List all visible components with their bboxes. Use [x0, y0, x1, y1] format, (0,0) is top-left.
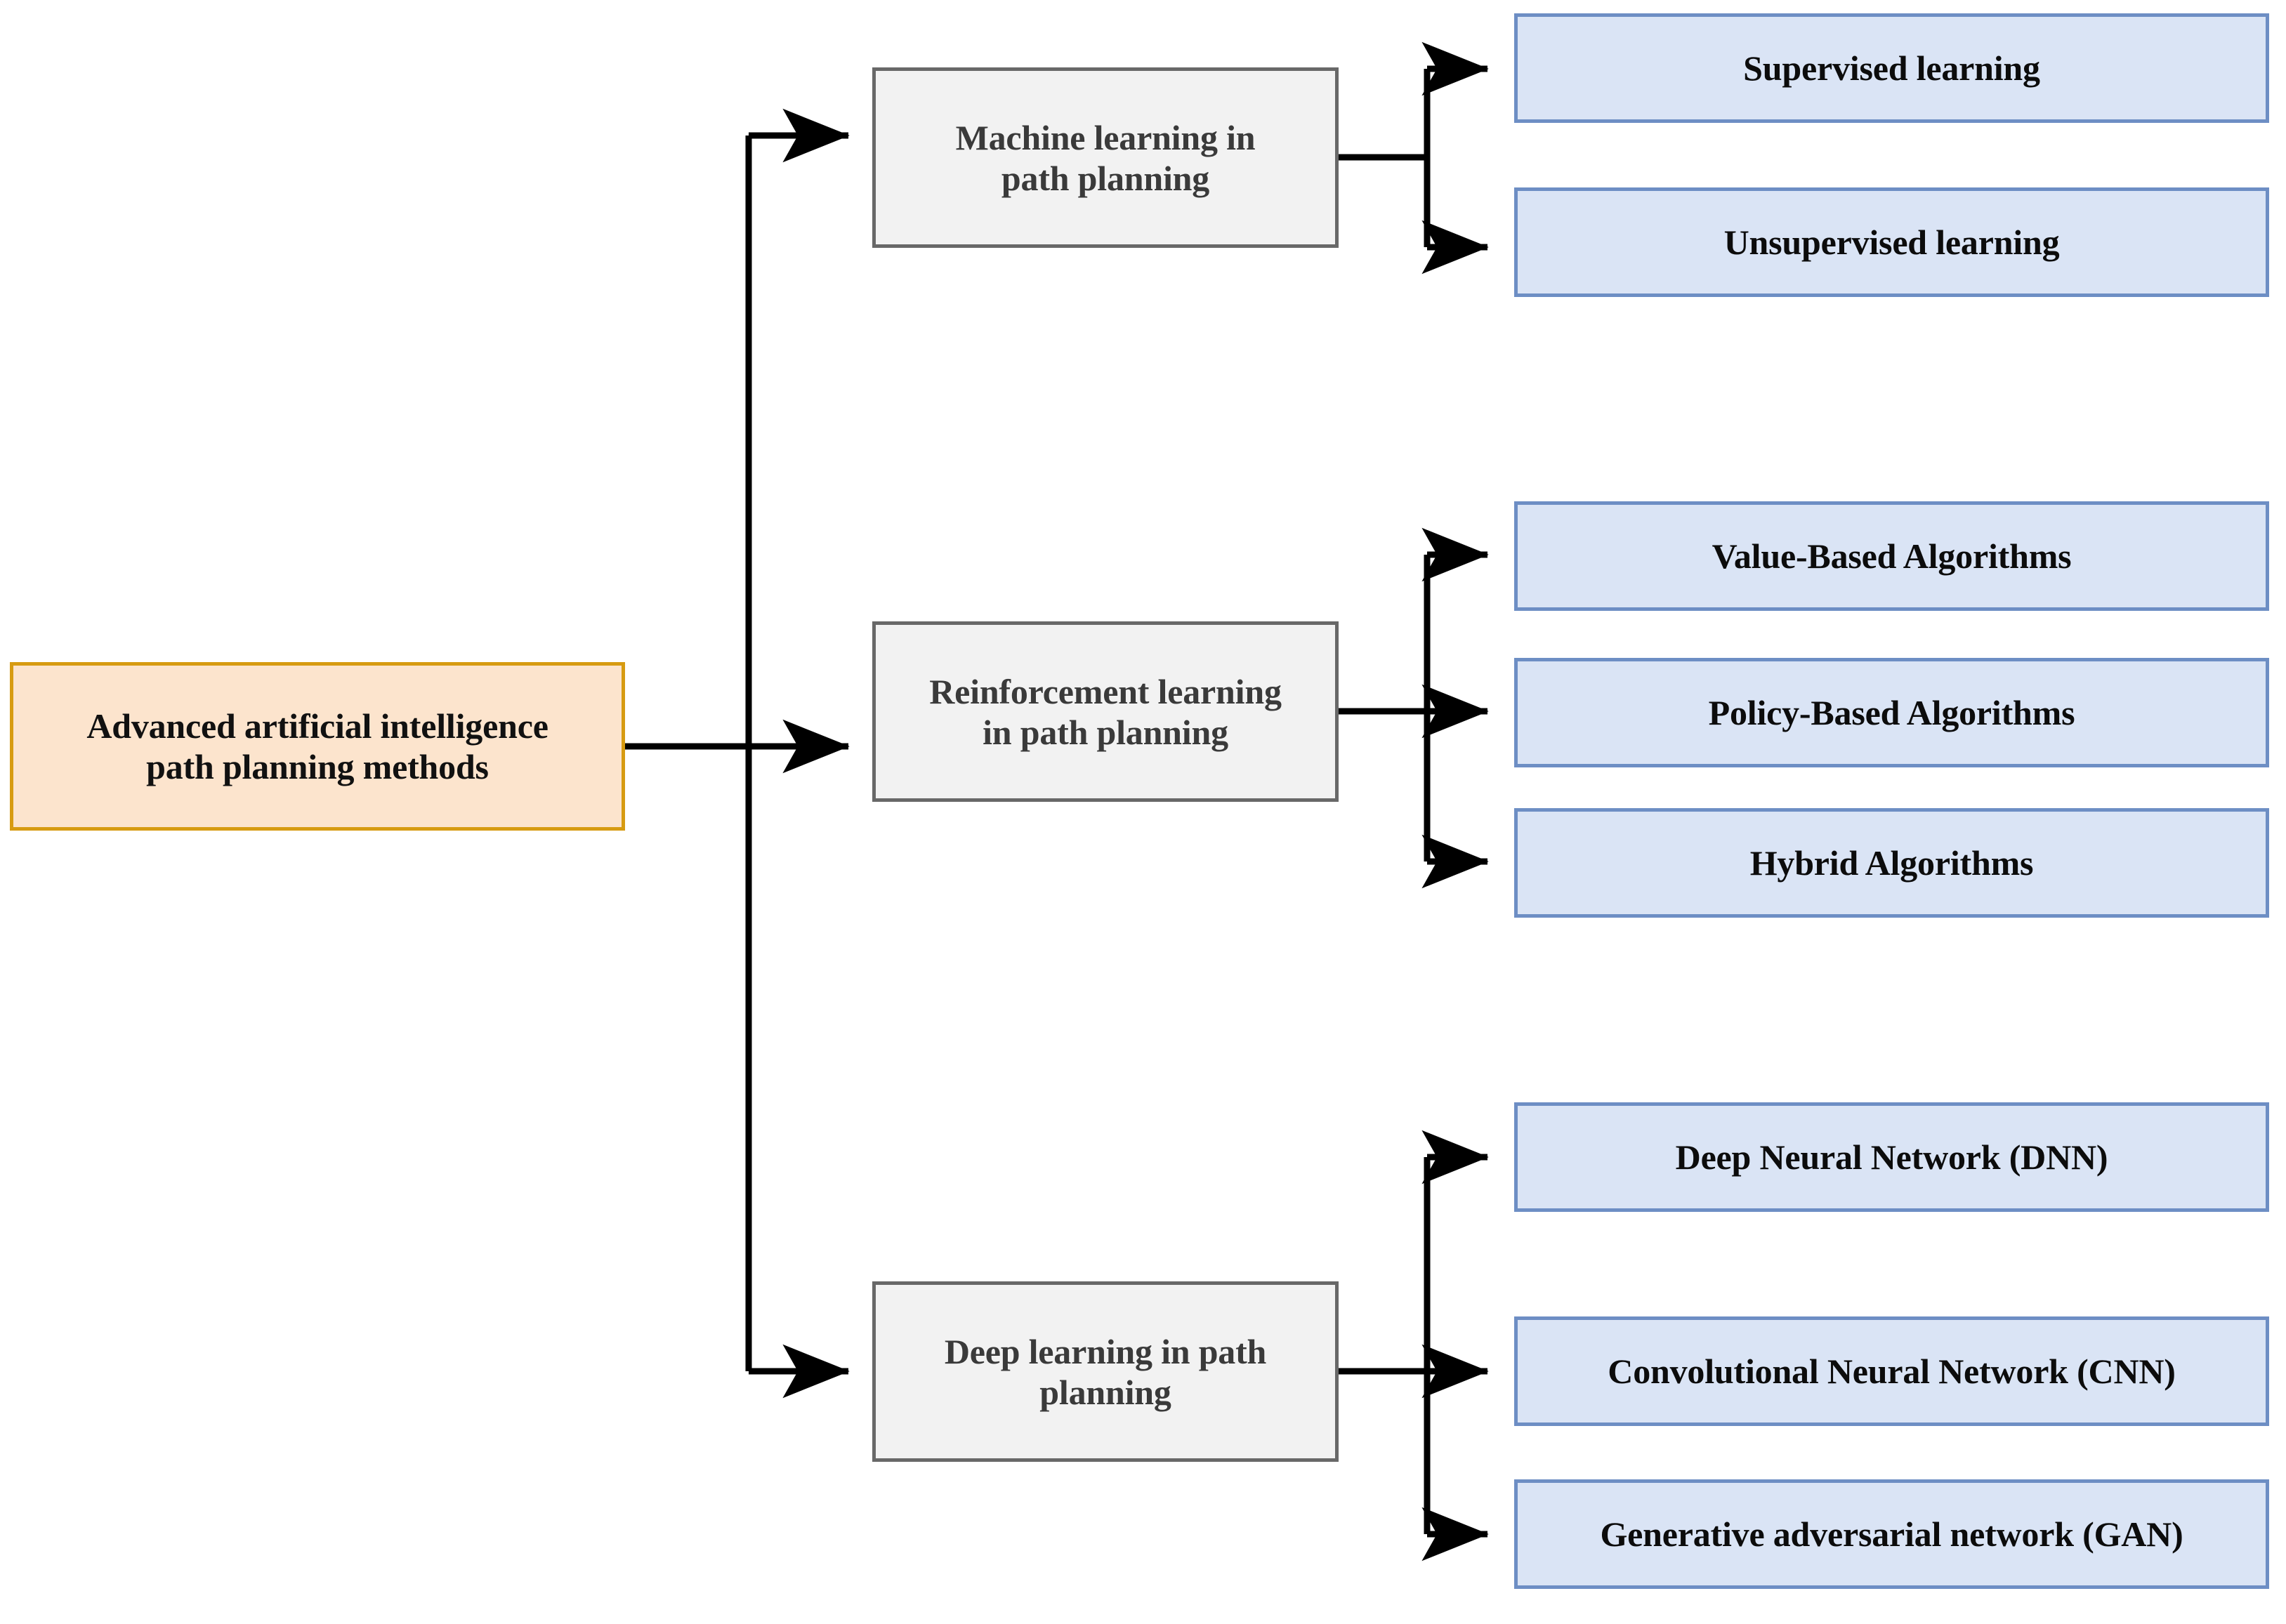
- connector-reinforcement-learning-group: [1339, 527, 1489, 889]
- node-hybrid-algorithms[interactable]: Hybrid Algorithms: [1514, 808, 2269, 918]
- connector-machine-learning-group: [1339, 41, 1489, 275]
- node-generative-adversarial-network-label: Generative adversarial network (GAN): [1600, 1514, 2183, 1554]
- node-generative-adversarial-network[interactable]: Generative adversarial network (GAN): [1514, 1479, 2269, 1589]
- connector-deep-learning-group: [1339, 1130, 1489, 1562]
- node-machine-learning-label: Machine learning in path planning: [955, 117, 1256, 198]
- node-deep-neural-network[interactable]: Deep Neural Network (DNN): [1514, 1102, 2269, 1212]
- node-unsupervised-learning-label: Unsupervised learning: [1723, 223, 2060, 262]
- node-policy-based-algorithms[interactable]: Policy-Based Algorithms: [1514, 658, 2269, 767]
- node-deep-learning-label: Deep learning in path planning: [944, 1331, 1267, 1412]
- node-machine-learning[interactable]: Machine learning in path planning: [872, 67, 1339, 248]
- node-policy-based-algorithms-label: Policy-Based Algorithms: [1708, 693, 2075, 732]
- node-root-label: Advanced artificial intelligence path pl…: [86, 706, 548, 786]
- node-unsupervised-learning[interactable]: Unsupervised learning: [1514, 187, 2269, 297]
- node-hybrid-algorithms-label: Hybrid Algorithms: [1749, 843, 2034, 883]
- node-convolutional-neural-network[interactable]: Convolutional Neural Network (CNN): [1514, 1316, 2269, 1426]
- node-deep-neural-network-label: Deep Neural Network (DNN): [1675, 1137, 2108, 1177]
- node-value-based-algorithms[interactable]: Value-Based Algorithms: [1514, 501, 2269, 611]
- node-reinforcement-learning[interactable]: Reinforcement learning in path planning: [872, 621, 1339, 802]
- node-supervised-learning[interactable]: Supervised learning: [1514, 13, 2269, 123]
- node-convolutional-neural-network-label: Convolutional Neural Network (CNN): [1608, 1352, 2176, 1391]
- node-supervised-learning-label: Supervised learning: [1743, 48, 2040, 88]
- node-value-based-algorithms-label: Value-Based Algorithms: [1712, 536, 2072, 576]
- node-reinforcement-learning-label: Reinforcement learning in path planning: [929, 671, 1282, 752]
- node-deep-learning[interactable]: Deep learning in path planning: [872, 1281, 1339, 1462]
- node-root[interactable]: Advanced artificial intelligence path pl…: [10, 662, 625, 831]
